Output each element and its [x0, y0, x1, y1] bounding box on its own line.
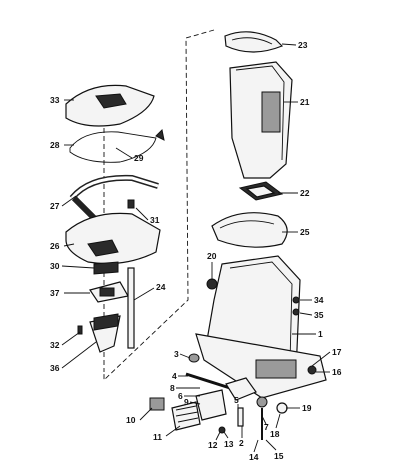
callout-6: 6 [178, 391, 183, 401]
callout-30: 30 [50, 261, 60, 271]
leader-26 [63, 243, 75, 247]
callout-24: 24 [156, 282, 166, 292]
small-pin [77, 325, 83, 335]
leader-17 [311, 351, 331, 367]
leader-31 [135, 207, 149, 221]
stud [237, 407, 244, 427]
leader-27 [61, 195, 77, 207]
plug-top [307, 365, 317, 375]
callout-3: 3 [174, 349, 179, 359]
leader-35 [299, 312, 313, 316]
leader-29 [115, 147, 133, 159]
adapter-fasteners [93, 261, 119, 275]
leader-7 [261, 415, 267, 425]
plug [276, 402, 288, 414]
callout-25: 25 [300, 227, 310, 237]
callout-15: 15 [274, 451, 284, 461]
adapter-plate [65, 212, 161, 265]
callout-28: 28 [50, 140, 60, 150]
callout-13: 13 [224, 439, 234, 449]
callout-34: 34 [314, 295, 324, 305]
callout-37: 37 [50, 288, 60, 298]
leader-11 [165, 425, 181, 437]
washer [218, 426, 226, 434]
leader-15 [265, 439, 277, 451]
callout-29: 29 [134, 153, 144, 163]
square-seal-inner [245, 185, 276, 198]
upper-housing-edge [235, 65, 285, 161]
callout-4: 4 [172, 371, 177, 381]
callout-11: 11 [153, 432, 162, 442]
assembly-guide-right [103, 29, 215, 382]
gasket-tab [155, 128, 165, 141]
callout-32: 32 [50, 340, 60, 350]
callout-18: 18 [270, 429, 280, 439]
callout-14: 14 [249, 452, 259, 462]
exhaust-tube-top [93, 313, 119, 331]
leader-24 [133, 287, 155, 301]
sealing-strip-tail [71, 195, 99, 223]
leader-12 [215, 431, 221, 441]
top-plate-cutout [95, 93, 127, 109]
callout-8: 8 [170, 383, 175, 393]
mid-gasket-inner [219, 220, 275, 229]
callout-20: 20 [207, 251, 217, 261]
callout-27: 27 [50, 201, 60, 211]
callout-31: 31 [150, 215, 160, 225]
leader-13 [223, 431, 229, 439]
adapter-plate-pocket [87, 239, 119, 257]
leader-30 [61, 265, 95, 269]
sealing-strip-inner [70, 176, 159, 199]
callout-10: 10 [126, 415, 136, 425]
small-clip [127, 199, 135, 209]
mount-block [195, 389, 227, 421]
callout-17: 17 [332, 347, 342, 357]
callout-36: 36 [50, 363, 60, 373]
callout-12: 12 [208, 440, 218, 450]
anode [256, 396, 268, 408]
top-gasket-inner [231, 37, 273, 45]
leader-9 [189, 401, 201, 405]
lower-housing-boss [255, 359, 297, 379]
small-washer [292, 308, 300, 316]
long-tube [127, 267, 135, 349]
callout-35: 35 [314, 310, 324, 320]
callout-1: 1 [318, 329, 323, 339]
leader-32 [61, 331, 81, 346]
leader-18 [275, 413, 281, 429]
upper-housing-ribs [261, 91, 281, 133]
top-gasket [224, 31, 284, 53]
fitting [149, 397, 165, 411]
leader-14 [253, 439, 259, 453]
plate-gasket [69, 131, 157, 163]
leader-3 [179, 353, 191, 359]
callout-9: 9 [184, 397, 189, 407]
bolt [185, 372, 231, 390]
bracket [225, 377, 257, 401]
leader-23 [281, 43, 297, 46]
callout-26: 26 [50, 241, 60, 251]
grille-slats [175, 405, 199, 423]
grommet [206, 278, 218, 290]
mid-gasket [211, 212, 288, 248]
callout-21: 21 [300, 97, 310, 107]
callout-7: 7 [264, 422, 269, 432]
callout-2: 2 [239, 438, 244, 448]
small-gasket-hole [99, 287, 115, 297]
upper-housing [229, 61, 293, 179]
nut [188, 353, 200, 363]
callout-22: 22 [300, 188, 310, 198]
callout-16: 16 [332, 367, 342, 377]
leader-10 [139, 407, 153, 421]
lower-housing-edge [229, 261, 293, 363]
callout-5: 5 [234, 395, 239, 405]
small-nut [292, 296, 300, 304]
callout-33: 33 [50, 95, 60, 105]
callout-19: 19 [302, 403, 312, 413]
leader-36 [61, 341, 97, 369]
callout-23: 23 [298, 40, 308, 50]
